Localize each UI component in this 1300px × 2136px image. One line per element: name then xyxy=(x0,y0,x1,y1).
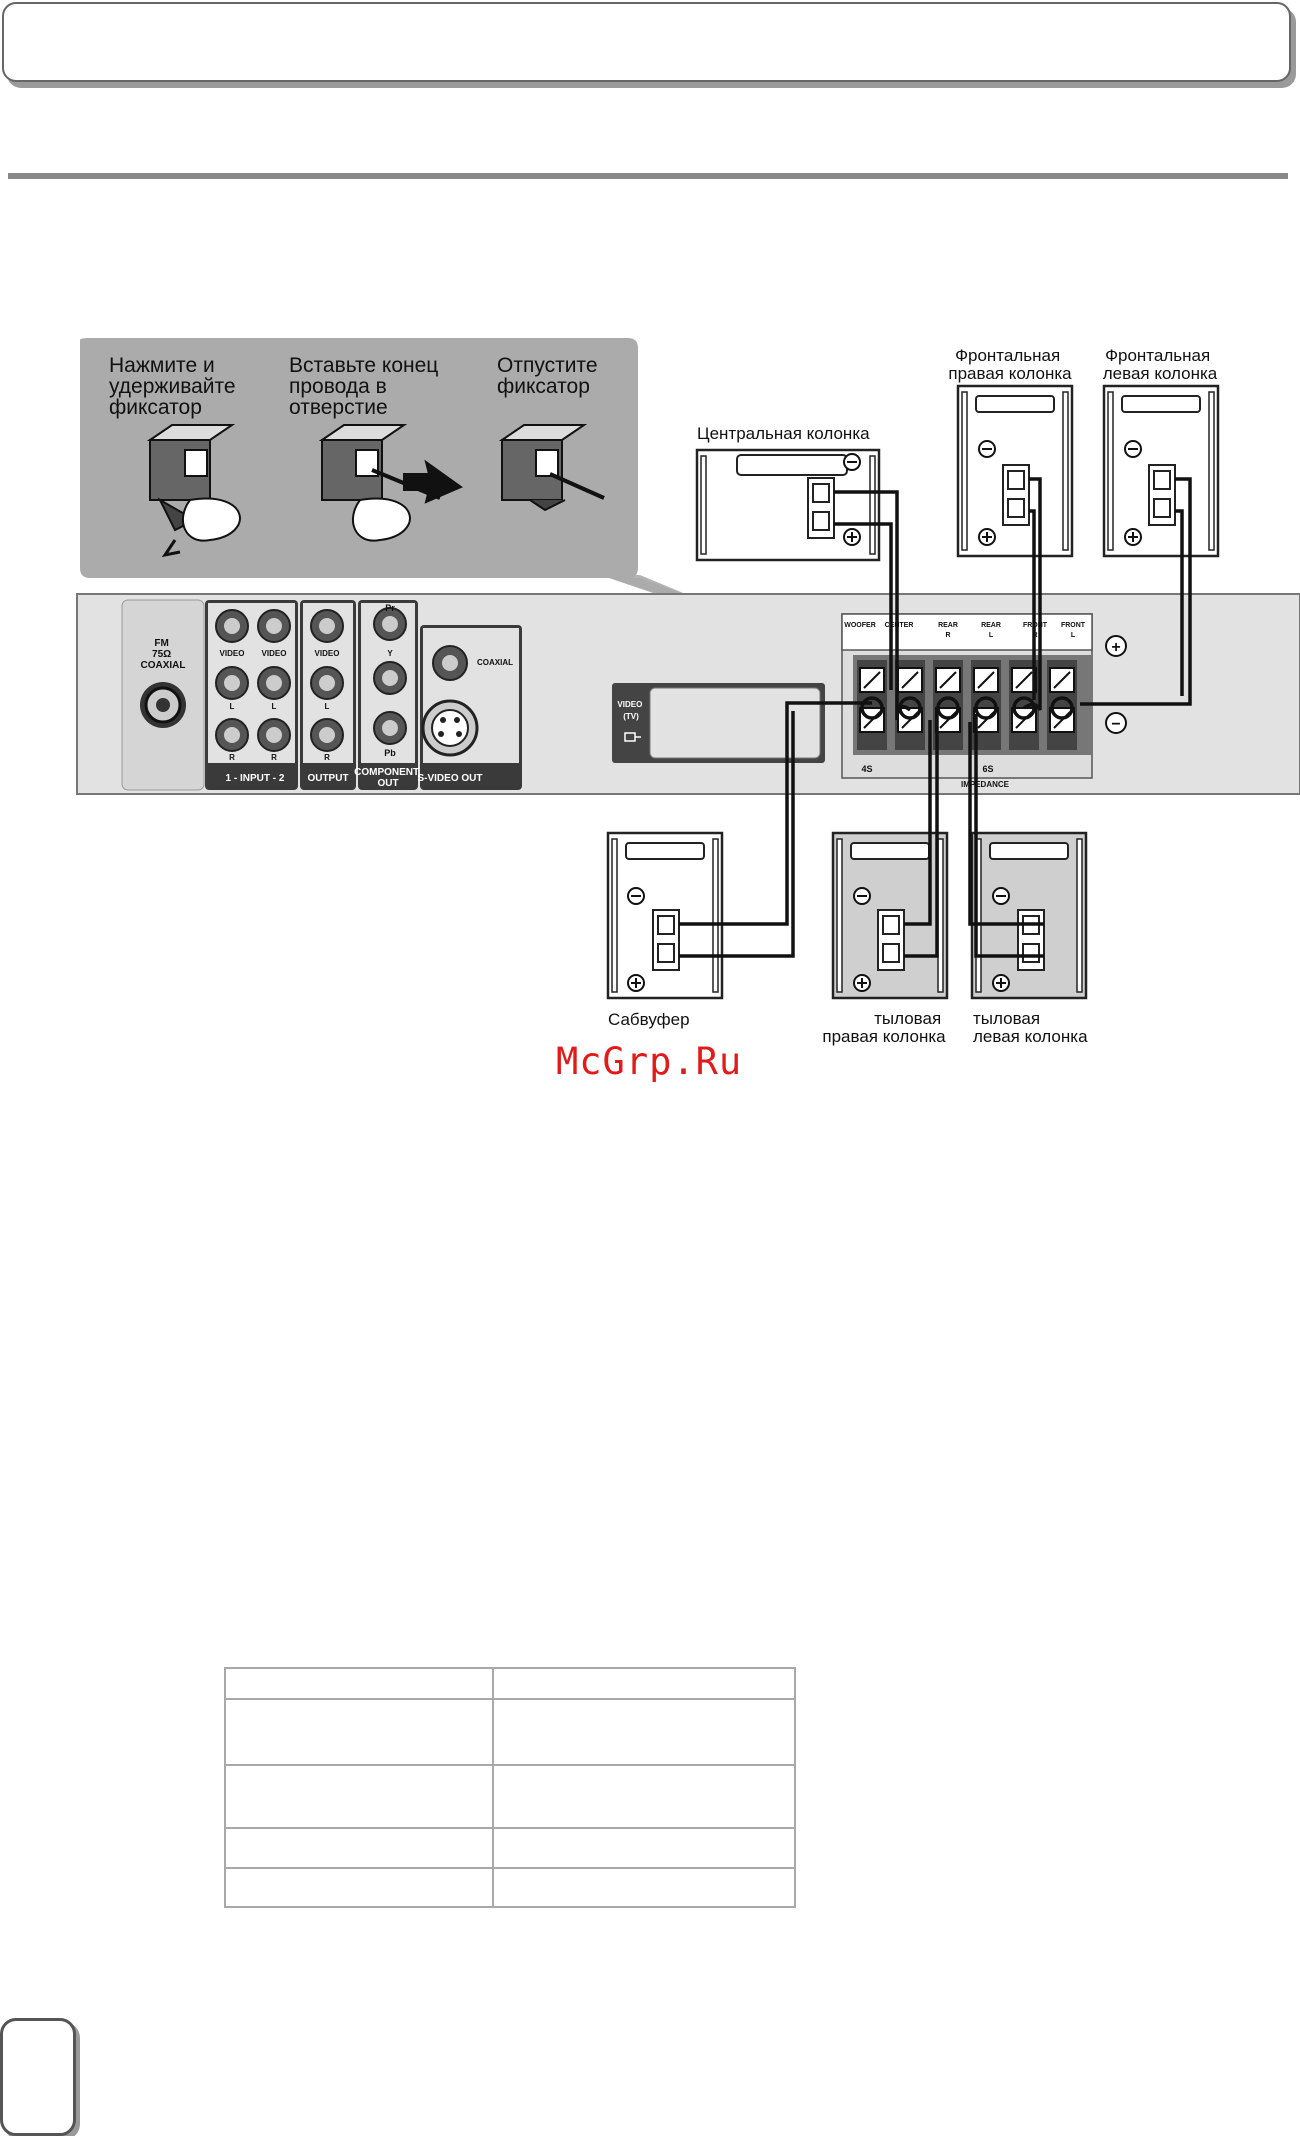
table-cell xyxy=(224,1764,494,1829)
svg-text:+: + xyxy=(1111,639,1120,656)
svg-text:−: − xyxy=(1111,716,1120,733)
front-right-speaker xyxy=(956,384,1074,558)
output-label: OUTPUT xyxy=(307,773,348,784)
center-speaker xyxy=(695,448,881,562)
video-label-2: VIDEO xyxy=(262,649,287,658)
table-cell xyxy=(492,1827,796,1869)
table-cell xyxy=(492,1764,796,1829)
video-label-3: VIDEO xyxy=(315,649,340,658)
coaxial-jack[interactable] xyxy=(432,645,468,681)
rear-right-label: тыловая правая колонка xyxy=(822,1009,946,1046)
table-row xyxy=(224,1827,796,1869)
impedance-6s: 6S xyxy=(982,764,993,774)
info-table xyxy=(224,1667,796,1908)
l-label-1: L xyxy=(230,702,235,711)
subwoofer-speaker xyxy=(606,831,724,1000)
fm-antenna-jack[interactable] xyxy=(140,682,186,728)
wire-loop xyxy=(898,696,922,720)
rear-left-wire-b xyxy=(974,714,1044,958)
table-row xyxy=(224,1764,796,1829)
step2-text: Вставьте конец провода в отверстие xyxy=(289,354,444,419)
table-cell xyxy=(224,1698,494,1766)
video-tv-port[interactable]: VIDEO (TV) xyxy=(612,683,825,763)
center-speaker-label: Центральная колонка xyxy=(697,424,870,443)
instruction-callout: Нажмите и удерживайте фиксатор Вставьте … xyxy=(80,338,830,650)
plus-icon: + xyxy=(1105,635,1127,657)
coaxial-label: COAXIAL xyxy=(477,658,513,667)
release-clip-icon xyxy=(498,424,605,512)
front-left-label: Фронтальная левая колонка xyxy=(1103,346,1218,383)
l-label-2: L xyxy=(272,702,277,711)
pr-label: Pr xyxy=(385,603,395,613)
speaker-connection-diagram: Нажмите и удерживайте фиксатор Вставьте … xyxy=(76,338,1300,1046)
front-left-wire-a xyxy=(1080,477,1192,706)
input-label: 1 - INPUT - 2 xyxy=(226,773,285,784)
step1-text: Нажмите и удерживайте фиксатор xyxy=(109,354,241,419)
table-cell xyxy=(224,1867,494,1908)
front-right-wire-b xyxy=(1029,509,1036,700)
table-row xyxy=(224,1867,796,1908)
minus-icon: − xyxy=(1105,712,1127,734)
center-wire-minus xyxy=(834,522,893,690)
y-label: Y xyxy=(387,649,393,658)
tv-input-icon xyxy=(624,732,641,742)
input-jacks[interactable] xyxy=(215,609,291,752)
wire-loop xyxy=(1050,696,1074,720)
header-box xyxy=(2,2,1291,82)
r-label-3: R xyxy=(324,753,330,762)
wire-loop xyxy=(936,696,960,720)
wire-loop xyxy=(1012,696,1036,720)
output-jacks[interactable] xyxy=(310,609,344,752)
table-cell xyxy=(492,1667,796,1700)
rear-left-wire-a xyxy=(968,722,1044,926)
table-cell xyxy=(492,1698,796,1766)
rear-right-wire-b xyxy=(904,712,939,958)
header-rule xyxy=(8,173,1288,179)
step3-text: Отпустите фиксатор xyxy=(497,354,603,398)
wire-loop xyxy=(860,696,884,720)
subwoofer-label: Сабвуфер xyxy=(608,1010,690,1029)
rear-left-label: тыловая левая колонка xyxy=(973,1009,1088,1046)
table-cell xyxy=(492,1867,796,1908)
r-label-1: R xyxy=(229,753,235,762)
r-label-2: R xyxy=(271,753,277,762)
l-label-3: L xyxy=(325,702,330,711)
pb-label: Pb xyxy=(384,748,396,758)
table-row xyxy=(224,1667,796,1700)
impedance-label: IMPEDANCE xyxy=(961,780,1010,789)
component-out-label: COMPONENT OUT xyxy=(354,767,422,789)
front-right-wire-a xyxy=(1022,477,1042,711)
table-cell xyxy=(224,1827,494,1869)
press-clip-icon xyxy=(146,424,241,558)
fm-label: FM 75Ω COAXIAL xyxy=(141,638,186,671)
table-cell xyxy=(224,1667,494,1700)
front-right-label: Фронтальная правая колонка xyxy=(948,346,1072,383)
rear-panel: FM 75Ω COAXIAL xyxy=(76,593,1300,795)
impedance-4s: 4S xyxy=(861,764,872,774)
rear-left-speaker xyxy=(970,831,1088,1000)
video-tv-label: VIDEO (TV) xyxy=(617,700,644,721)
page-number-tab xyxy=(0,2018,76,2136)
insert-wire-icon xyxy=(318,424,464,542)
sub-wire-a xyxy=(679,701,872,926)
terminal-label: WOOFER xyxy=(844,622,876,629)
svideo-out-label: S-VIDEO OUT xyxy=(417,773,482,784)
table-row xyxy=(224,1698,796,1766)
terminal-label: CENTER xyxy=(885,622,914,629)
rear-right-wire-a xyxy=(904,720,932,926)
sub-wire-b xyxy=(679,711,795,958)
video-label-1: VIDEO xyxy=(220,649,245,658)
front-left-speaker xyxy=(1102,384,1220,558)
wire-loop xyxy=(974,696,998,720)
svideo-out-jack[interactable] xyxy=(421,699,479,757)
watermark: McGrp.Ru xyxy=(556,1040,743,1083)
component-out-jacks[interactable] xyxy=(373,607,407,745)
front-left-wire-b xyxy=(1175,509,1184,696)
